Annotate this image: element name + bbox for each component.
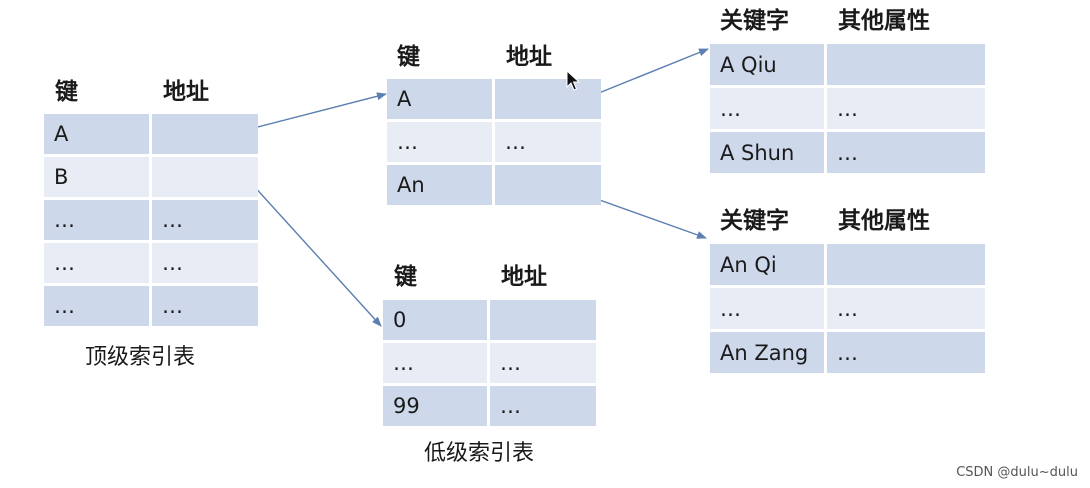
mouse-cursor-icon: [566, 70, 580, 91]
data-table-2-header-keyword: 关键字: [720, 208, 789, 234]
mid-index-key-cell: …: [387, 122, 492, 162]
top-index-header-key: 键: [55, 79, 78, 105]
data-table-2-keyword-cell: An Zang: [710, 332, 824, 373]
data-table-1-keyword-cell: A Shun: [710, 132, 824, 173]
top-index-address-cell: [152, 114, 258, 154]
top-index-key-cell: …: [44, 200, 149, 240]
top-index-caption: 顶级索引表: [85, 345, 196, 370]
data-table-2-attributes-cell: …: [827, 288, 985, 329]
data-table-2-attributes-cell: [827, 244, 985, 285]
data-table-1-attributes-cell: [827, 44, 985, 85]
low-index-address-cell: …: [490, 386, 596, 426]
top-index-address-cell: …: [152, 200, 258, 240]
top-index-key-cell: A: [44, 114, 149, 154]
low-index-caption: 低级索引表: [424, 441, 535, 466]
watermark-text: CSDN @dulu~dulu: [956, 465, 1078, 480]
top-index-key-cell: …: [44, 286, 149, 326]
low-index-header-address: 地址: [501, 264, 547, 290]
top-index-key-cell: …: [44, 243, 149, 283]
low-index-address-cell: [490, 300, 596, 340]
mid-index-grid: A … … An: [387, 79, 601, 205]
data-table-1-attributes-cell: …: [827, 88, 985, 129]
data-table-1-keyword-cell: A Qiu: [710, 44, 824, 85]
top-index-address-cell: [152, 157, 258, 197]
mid-index-header-key: 键: [397, 44, 420, 70]
top-index-key-cell: B: [44, 157, 149, 197]
low-index-grid: 0 … … 99 …: [383, 300, 596, 426]
data-table-2-header-attributes: 其他属性: [838, 208, 930, 234]
mid-index-header-address: 地址: [506, 44, 552, 70]
top-index-address-cell: …: [152, 243, 258, 283]
arrow-top-a-to-mid: [241, 92, 387, 132]
data-table-2-attributes-cell: …: [827, 332, 985, 373]
data-table-2-keyword-cell: An Qi: [710, 244, 824, 285]
low-index-key-cell: …: [383, 343, 487, 383]
data-table-1-header-attributes: 其他属性: [838, 8, 930, 34]
arrow-mid-an-to-data2: [579, 192, 707, 239]
low-index-key-cell: 99: [383, 386, 487, 426]
data-table-1-keyword-cell: …: [710, 88, 824, 129]
mid-index-address-cell: …: [495, 122, 601, 162]
top-index-grid: A B … … … … … …: [44, 114, 258, 326]
low-index-address-cell: …: [490, 343, 596, 383]
top-index-address-cell: …: [152, 286, 258, 326]
low-index-header-key: 键: [394, 264, 417, 290]
low-index-key-cell: 0: [383, 300, 487, 340]
top-index-header-address: 地址: [163, 79, 209, 105]
mid-index-address-cell: [495, 79, 601, 119]
data-table-2-grid: An Qi … … An Zang …: [710, 244, 985, 373]
data-table-2-keyword-cell: …: [710, 288, 824, 329]
mid-index-address-cell: [495, 165, 601, 205]
data-table-1-header-keyword: 关键字: [720, 8, 789, 34]
arrow-top-b-to-low: [241, 172, 382, 327]
mid-index-key-cell: A: [387, 79, 492, 119]
arrow-mid-a-to-data1: [583, 48, 709, 100]
data-table-1-attributes-cell: …: [827, 132, 985, 173]
data-table-1-grid: A Qiu … … A Shun …: [710, 44, 985, 173]
mid-index-key-cell: An: [387, 165, 492, 205]
